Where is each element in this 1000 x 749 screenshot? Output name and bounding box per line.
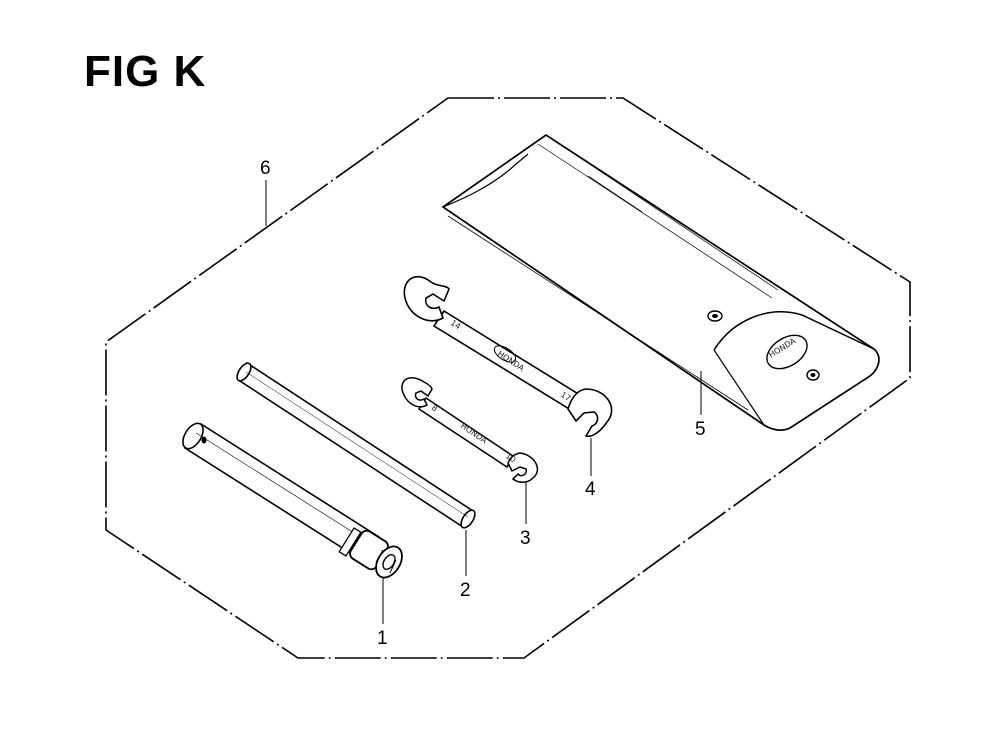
tool-bag: HONDA	[441, 133, 880, 431]
callout-6: 6	[260, 158, 271, 179]
callout-4: 4	[585, 479, 596, 500]
callout-5: 5	[695, 419, 706, 440]
tool-kit-boundary	[105, 97, 911, 659]
callout-2: 2	[460, 580, 471, 601]
handle-bar	[236, 361, 476, 529]
svg-text:8: 8	[430, 403, 439, 413]
figure-title: FIG K	[84, 47, 207, 96]
large-open-end-wrench: 14 HONDA 17	[403, 276, 613, 438]
callout-1: 1	[377, 628, 388, 649]
small-open-end-wrench: 8 HONDA 10	[401, 377, 539, 483]
socket-wrench	[182, 422, 403, 579]
callout-3: 3	[520, 528, 531, 549]
